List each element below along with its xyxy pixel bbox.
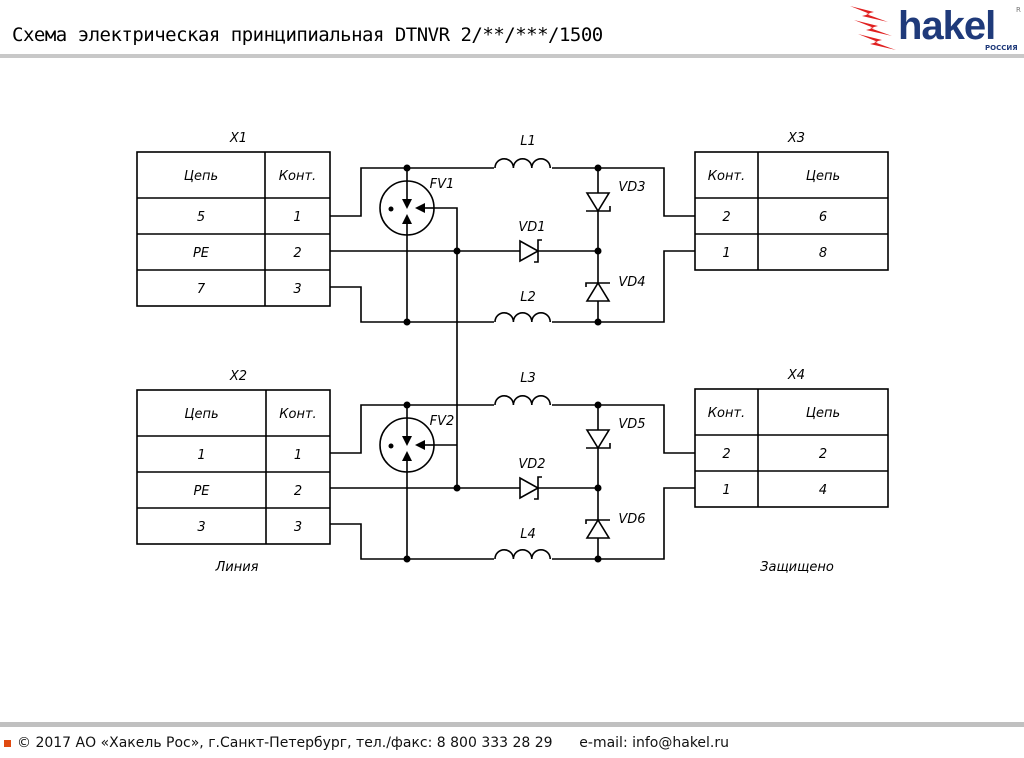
table-cell: 3: [197, 520, 205, 535]
diode-vd1: [519, 239, 542, 263]
junction-dot: [594, 555, 602, 563]
svg-text:R: R: [1016, 6, 1021, 14]
table-cell: 1: [293, 210, 301, 225]
caption-protected: Защищено: [760, 560, 834, 575]
component-label: VD5: [618, 417, 645, 432]
table-cell: PE: [193, 246, 210, 261]
footer-copyright: © 2017 АО «Хакель Рос», г.Санкт-Петербур…: [17, 735, 553, 751]
table-cell: 2: [294, 484, 302, 499]
table-cell: 6: [819, 210, 827, 225]
bullet-icon: [4, 739, 11, 747]
surge-arrester-fv1: [379, 180, 435, 236]
component-label: L4: [520, 527, 536, 542]
table-cell: 2: [293, 246, 301, 261]
table-cell: 2: [722, 447, 730, 462]
component-label: L2: [520, 290, 536, 305]
connector-name: X2: [229, 369, 247, 384]
junction-dot: [594, 318, 602, 326]
table-header: Конт.: [708, 406, 745, 421]
hakel-logo: hakel R РОССИЯ: [850, 4, 1021, 52]
caption-line: Линия: [215, 560, 259, 575]
component-label: VD3: [618, 180, 645, 195]
table-header: Цепь: [184, 169, 218, 184]
component-label: L1: [520, 134, 536, 149]
junction-dot: [594, 401, 602, 409]
diode-vd3: [585, 192, 611, 213]
component-label: L3: [520, 371, 536, 386]
component-label: FV2: [430, 414, 455, 429]
table-cell: 1: [294, 448, 302, 463]
component-label: VD4: [618, 275, 645, 290]
page-title: Схема электрическая принципиальная DTNVR…: [12, 24, 603, 46]
table-cell: 3: [293, 282, 301, 297]
junction-dot: [403, 318, 411, 326]
inductor-l1: [494, 158, 552, 171]
table-cell: 3: [294, 520, 302, 535]
table-cell: PE: [193, 484, 210, 499]
junction-dot: [403, 555, 411, 563]
table-header: Конт.: [708, 169, 745, 184]
diode-vd4: [585, 281, 611, 302]
junction-dot: [403, 164, 411, 172]
footer: © 2017 АО «Хакель Рос», г.Санкт-Петербур…: [4, 735, 729, 751]
table-cell: 2: [722, 210, 730, 225]
table-cell: 1: [197, 448, 205, 463]
table-cell: 1: [722, 246, 730, 261]
table-header: Конт.: [279, 169, 316, 184]
table-header: Цепь: [184, 407, 218, 422]
inductor-l3: [494, 395, 552, 408]
footer-email[interactable]: e-mail: info@hakel.ru: [579, 735, 730, 751]
junction-dot: [594, 247, 602, 255]
junction-dot: [594, 484, 602, 492]
diode-vd6: [585, 518, 611, 539]
divider-bottom: [0, 722, 1024, 727]
diode-vd5: [585, 429, 611, 450]
component-label: VD6: [618, 512, 645, 527]
divider-top: [0, 54, 1024, 58]
svg-text:РОССИЯ: РОССИЯ: [985, 44, 1018, 52]
component-label: VD1: [518, 220, 545, 235]
table-cell: 5: [197, 210, 205, 225]
svg-text:hakel: hakel: [898, 4, 995, 48]
inductor-l4: [494, 549, 552, 562]
table-cell: 7: [197, 282, 206, 297]
table-cell: 2: [819, 447, 827, 462]
connector-name: X3: [787, 131, 805, 146]
table-header: Цепь: [806, 169, 840, 184]
diode-vd2: [519, 476, 542, 500]
component-label: FV1: [430, 177, 455, 192]
lightning-bolt-icon: [850, 6, 896, 50]
table-header: Конт.: [279, 407, 316, 422]
table-cell: 1: [722, 483, 730, 498]
table-cell: 8: [819, 246, 827, 261]
table-cell: 4: [819, 483, 827, 498]
connector-name: X1: [229, 131, 247, 146]
surge-arrester-fv2: [379, 417, 435, 473]
inductor-l2: [494, 312, 552, 325]
table-header: Цепь: [806, 406, 840, 421]
component-label: VD2: [518, 457, 545, 472]
junction-dot: [594, 164, 602, 172]
connector-name: X4: [787, 368, 805, 383]
junction-dot: [403, 401, 411, 409]
